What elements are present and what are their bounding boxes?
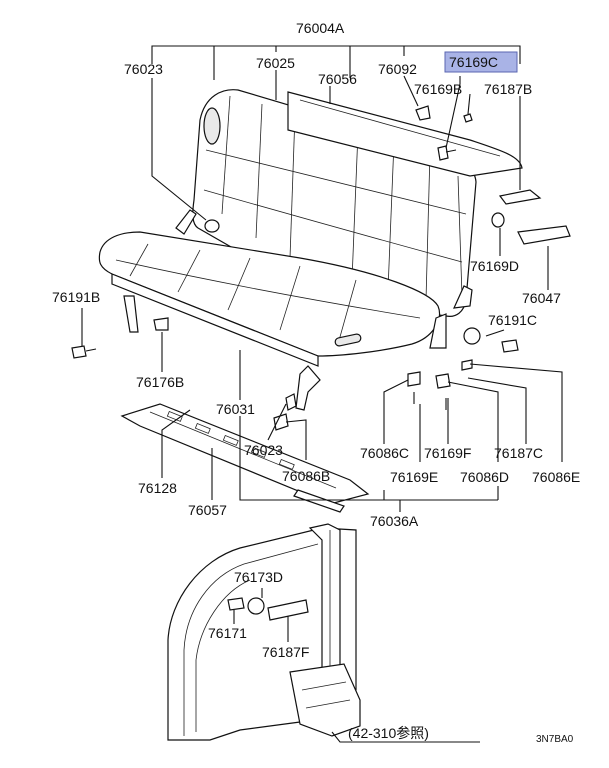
clip-76176B-icon (153, 317, 169, 331)
label-76086B: 76086B (282, 468, 330, 484)
label-76092: 76092 (378, 61, 417, 77)
grommet-76173D-icon (247, 597, 265, 615)
label-76187C: 76187C (494, 445, 543, 461)
bolt-76171-icon (227, 597, 245, 611)
label-76191B: 76191B (52, 289, 100, 305)
bracket-76047-icon (517, 225, 571, 245)
label-76171: 76171 (208, 625, 247, 641)
label-76086D: 76086D (460, 469, 509, 485)
label-76036A: 76036A (370, 513, 419, 529)
bolt-76191B-icon (71, 345, 87, 359)
belt-slot-icon (334, 333, 362, 347)
seat-brackets (123, 209, 473, 411)
label-76169D: 76169D (470, 258, 519, 274)
label-76176B: 76176B (136, 374, 184, 390)
label-76025: 76025 (256, 55, 295, 71)
bolt-76023-icon (285, 393, 297, 411)
part-labels: 76004A 76023 76025 76056 76092 76169C 76… (52, 20, 580, 745)
bolt-76191C-icon (463, 327, 481, 345)
seat-cushion (98, 231, 441, 367)
label-76169C: 76169C (449, 54, 498, 70)
body-panel (167, 523, 480, 743)
label-76187F: 76187F (262, 644, 309, 660)
bolt-icon (437, 145, 449, 161)
label-figure-code: 3N7BA0 (536, 734, 574, 745)
label-76191C: 76191C (488, 312, 537, 328)
label-76086C: 76086C (360, 445, 409, 461)
clip-76086D-icon (435, 373, 451, 389)
label-76057: 76057 (188, 502, 227, 518)
label-76086E: 76086E (532, 469, 580, 485)
label-76128: 76128 (138, 480, 177, 496)
bracket-76187F-icon (267, 599, 309, 621)
clip-76086E-icon (461, 359, 473, 371)
label-76023-top: 76023 (124, 61, 163, 77)
label-76023-mid: 76023 (244, 442, 283, 458)
back-panel (287, 91, 523, 177)
headrest-pad-icon (203, 107, 221, 145)
clip-76092-icon (415, 105, 431, 121)
nut-icon (491, 212, 505, 228)
label-76169E: 76169E (390, 469, 438, 485)
clip-76086B-icon (273, 413, 289, 431)
label-76173D: 76173D (234, 569, 283, 585)
leader-lines (81, 45, 563, 512)
clip-76086C-icon (407, 371, 421, 387)
floor-rail (120, 403, 370, 513)
label-76031: 76031 (216, 401, 255, 417)
label-76169F: 76169F (424, 445, 471, 461)
label-76169B: 76169B (414, 81, 462, 97)
label-reference-note: (42-310参照) (348, 725, 429, 741)
label-76047: 76047 (522, 290, 561, 306)
bolt-icon (463, 113, 473, 123)
hardware (71, 105, 571, 431)
label-76004A: 76004A (296, 20, 345, 36)
clip-icon (204, 219, 220, 233)
highlight-76169C (444, 51, 518, 73)
label-76187B: 76187B (484, 81, 532, 97)
label-76056: 76056 (318, 71, 357, 87)
hook-icon (498, 189, 542, 205)
